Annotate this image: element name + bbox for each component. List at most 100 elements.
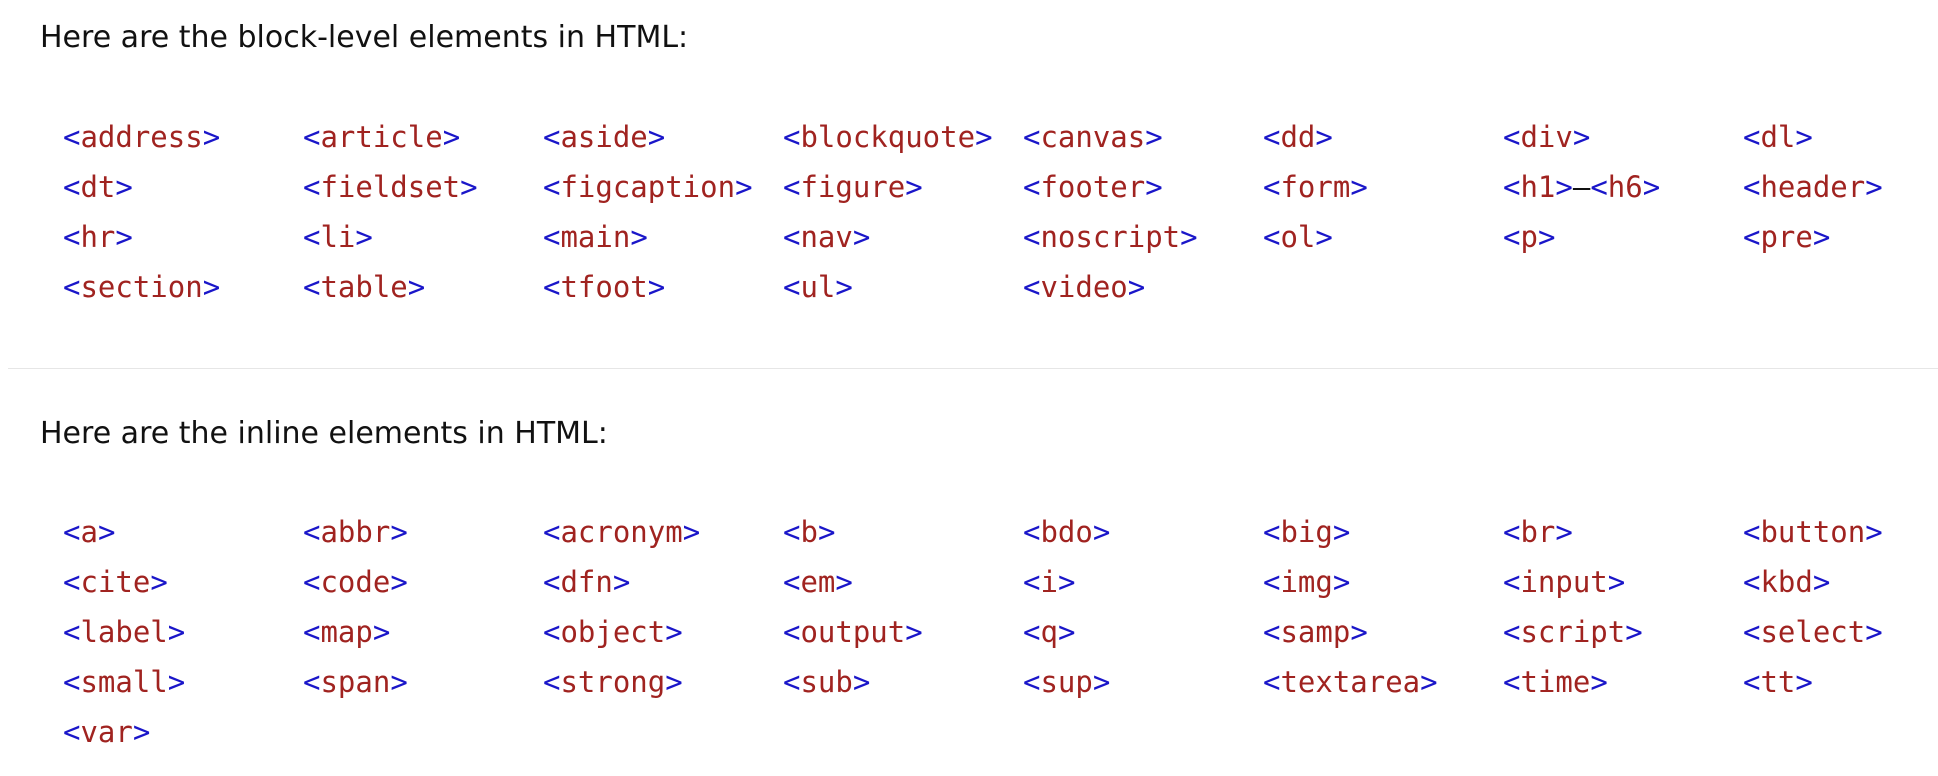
tag-close-bracket: > bbox=[905, 170, 923, 204]
tag-name: nav bbox=[800, 220, 853, 254]
tag-name: a bbox=[80, 515, 98, 549]
tag-item: <canvas> bbox=[1023, 112, 1263, 162]
tag-close-bracket: > bbox=[1625, 615, 1643, 649]
tag-name: table bbox=[320, 270, 408, 304]
tag-open-bracket: < bbox=[783, 220, 801, 254]
tag-close-bracket: > bbox=[1865, 515, 1883, 549]
tag-open-bracket: < bbox=[63, 270, 81, 304]
tag-name: sub bbox=[800, 665, 853, 699]
tag-item: <nav> bbox=[783, 212, 1023, 262]
tag-close-bracket: > bbox=[1092, 665, 1111, 699]
tag-item: <output> bbox=[783, 607, 1023, 657]
tag-name: em bbox=[800, 565, 836, 599]
tag-open-bracket: < bbox=[303, 515, 321, 549]
tag-open-bracket: < bbox=[543, 615, 561, 649]
tag-open-bracket: < bbox=[63, 565, 81, 599]
tag-open-bracket: < bbox=[543, 665, 561, 699]
tag-name: samp bbox=[1280, 615, 1351, 649]
tag-close-bracket: > bbox=[630, 220, 648, 254]
tag-open-bracket: < bbox=[1023, 565, 1041, 599]
tag-open-bracket: < bbox=[1590, 170, 1608, 204]
tag-item: <figcaption> bbox=[543, 162, 783, 212]
tag-item: <br> bbox=[1503, 507, 1743, 557]
tag-open-bracket: < bbox=[1263, 170, 1281, 204]
tag-close-bracket: > bbox=[167, 615, 186, 649]
tag-name: tfoot bbox=[560, 270, 648, 304]
tag-close-bracket: > bbox=[1795, 665, 1813, 699]
tag-open-bracket: < bbox=[303, 170, 321, 204]
tag-close-bracket: > bbox=[1572, 120, 1591, 154]
tag-item: <aside> bbox=[543, 112, 783, 162]
tag-name: script bbox=[1520, 615, 1626, 649]
tag-close-bracket: > bbox=[682, 515, 701, 549]
tag-name: h6 bbox=[1607, 170, 1643, 204]
tag-open-bracket: < bbox=[1743, 615, 1761, 649]
tag-item: <main> bbox=[543, 212, 783, 262]
tag-close-bracket: > bbox=[1145, 120, 1163, 154]
tag-name: main bbox=[560, 220, 631, 254]
tag-open-bracket: < bbox=[543, 220, 561, 254]
tag-open-bracket: < bbox=[303, 270, 321, 304]
tag-item: <dfn> bbox=[543, 557, 783, 607]
tag-name: i bbox=[1040, 565, 1058, 599]
block-elements-grid: <address><article><aside><blockquote><ca… bbox=[63, 112, 1938, 312]
tag-name: big bbox=[1280, 515, 1333, 549]
tag-name: tt bbox=[1760, 665, 1796, 699]
tag-open-bracket: < bbox=[1023, 170, 1041, 204]
tag-item: <ul> bbox=[783, 262, 1023, 312]
tag-open-bracket: < bbox=[783, 270, 801, 304]
tag-close-bracket: > bbox=[665, 615, 683, 649]
tag-item: <p> bbox=[1503, 212, 1743, 262]
tag-open-bracket: < bbox=[783, 515, 801, 549]
tag-open-bracket: < bbox=[1023, 665, 1041, 699]
tag-item: <button> bbox=[1743, 507, 1938, 557]
tag-open-bracket: < bbox=[1743, 515, 1761, 549]
tag-close-bracket: > bbox=[132, 715, 151, 749]
tag-open-bracket: < bbox=[1743, 565, 1761, 599]
tag-name: fieldset bbox=[320, 170, 461, 204]
tag-close-bracket: > bbox=[115, 220, 133, 254]
tag-item: <section> bbox=[63, 262, 303, 312]
tag-open-bracket: < bbox=[543, 170, 561, 204]
inline-elements-section: Here are the inline elements in HTML: bbox=[40, 416, 1920, 452]
tag-name: h1 bbox=[1520, 170, 1556, 204]
tag-open-bracket: < bbox=[63, 515, 81, 549]
tag-name: pre bbox=[1760, 220, 1813, 254]
tag-item: <tfoot> bbox=[543, 262, 783, 312]
tag-close-bracket: > bbox=[735, 170, 753, 204]
tag-name: address bbox=[80, 120, 203, 154]
tag-name: code bbox=[320, 565, 391, 599]
tag-name: input bbox=[1520, 565, 1608, 599]
tag-close-bracket: > bbox=[202, 120, 221, 154]
tag-close-bracket: > bbox=[647, 120, 666, 154]
tag-close-bracket: > bbox=[1420, 665, 1438, 699]
tag-name: blockquote bbox=[800, 120, 976, 154]
tag-open-bracket: < bbox=[1023, 515, 1041, 549]
tag-name: form bbox=[1280, 170, 1351, 204]
tag-item: <bdo> bbox=[1023, 507, 1263, 557]
tag-item: <video> bbox=[1023, 262, 1263, 312]
tag-close-bracket: > bbox=[1350, 615, 1368, 649]
tag-close-bracket: > bbox=[1057, 615, 1076, 649]
tag-close-bracket: > bbox=[1315, 120, 1333, 154]
tag-close-bracket: > bbox=[202, 270, 221, 304]
tag-close-bracket: > bbox=[372, 615, 391, 649]
tag-name: section bbox=[80, 270, 203, 304]
tag-open-bracket: < bbox=[783, 120, 801, 154]
tag-item: <div> bbox=[1503, 112, 1743, 162]
tag-open-bracket: < bbox=[1263, 120, 1281, 154]
tag-open-bracket: < bbox=[303, 220, 321, 254]
tag-name: small bbox=[80, 665, 168, 699]
tag-name: var bbox=[80, 715, 133, 749]
tag-close-bracket: > bbox=[1127, 270, 1146, 304]
tag-close-bracket: > bbox=[1180, 220, 1198, 254]
tag-name: bdo bbox=[1040, 515, 1093, 549]
tag-name: dd bbox=[1280, 120, 1316, 154]
tag-close-bracket: > bbox=[390, 665, 408, 699]
tag-open-bracket: < bbox=[63, 220, 81, 254]
tag-item: <acronym> bbox=[543, 507, 783, 557]
tag-open-bracket: < bbox=[783, 665, 801, 699]
tag-open-bracket: < bbox=[1743, 170, 1761, 204]
tag-item: <article> bbox=[303, 112, 543, 162]
tag-close-bracket: > bbox=[167, 665, 186, 699]
